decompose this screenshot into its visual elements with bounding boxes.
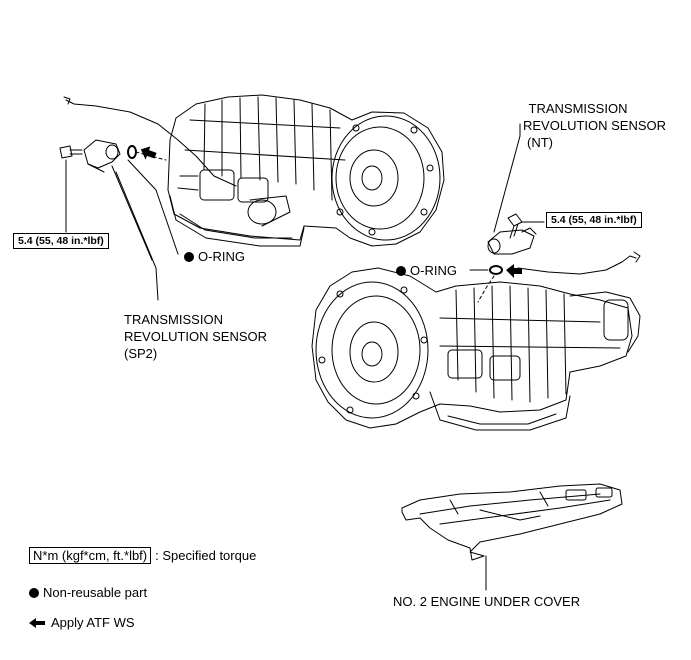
- oring-left-text: O-RING: [198, 249, 245, 264]
- legend-torque-text: : Specified torque: [155, 548, 257, 563]
- lower-transmission: [311, 267, 641, 431]
- legend-nonreusable: Non-reusable part: [29, 584, 147, 601]
- filled-circle-icon: [184, 252, 194, 262]
- engine-under-cover: [401, 483, 623, 561]
- legend-torque-box: N*m (kgf*cm, ft.*lbf): [29, 547, 152, 564]
- sp2-sensor-label: TRANSMISSION REVOLUTION SENSOR (SP2): [124, 311, 267, 362]
- lower-sensor-cable: [517, 255, 637, 275]
- nt-label-line3: (NT): [527, 135, 553, 150]
- oring-right-text: O-RING: [410, 263, 457, 278]
- filled-circle-icon: [29, 588, 39, 598]
- sp2-label-line1: TRANSMISSION: [124, 312, 223, 327]
- upper-oring: [127, 145, 137, 159]
- sp2-label-line2: REVOLUTION SENSOR: [124, 329, 268, 344]
- nt-bolt: [507, 213, 523, 239]
- nt-sensor-label: TRANSMISSION REVOLUTION SENSOR (NT): [523, 100, 667, 151]
- legend-atf: Apply ATF WS: [29, 614, 135, 631]
- sp2-sensor: [83, 139, 121, 173]
- under-cover-label: NO. 2 ENGINE UNDER COVER: [393, 594, 581, 609]
- sp2-label-line3: (SP2): [124, 346, 158, 361]
- upper-sensor-cable: [65, 99, 237, 187]
- legend-atf-text: Apply ATF WS: [51, 615, 135, 630]
- nt-sensor: [487, 227, 537, 255]
- filled-circle-icon: [396, 266, 406, 276]
- sp2-bolt: [59, 145, 83, 159]
- atf-arrow-upper: [140, 146, 157, 160]
- legend-torque: N*m (kgf*cm, ft.*lbf): Specified torque: [29, 547, 256, 564]
- nt-label-line2: REVOLUTION SENSOR: [523, 118, 667, 133]
- oring-label-right: O-RING: [396, 262, 457, 279]
- legend-nonreusable-text: Non-reusable part: [43, 585, 148, 600]
- torque-label-left: 5.4 (55, 48 in.*lbf): [13, 233, 109, 249]
- left-arrow-icon: [29, 618, 45, 628]
- oring-label-left: O-RING: [184, 248, 245, 265]
- atf-arrow-lower: [506, 264, 522, 278]
- lower-oring: [489, 265, 503, 275]
- torque-label-right: 5.4 (55, 48 in.*lbf): [546, 212, 642, 228]
- upper-transmission: [167, 94, 445, 247]
- nt-label-line1: TRANSMISSION: [528, 101, 628, 116]
